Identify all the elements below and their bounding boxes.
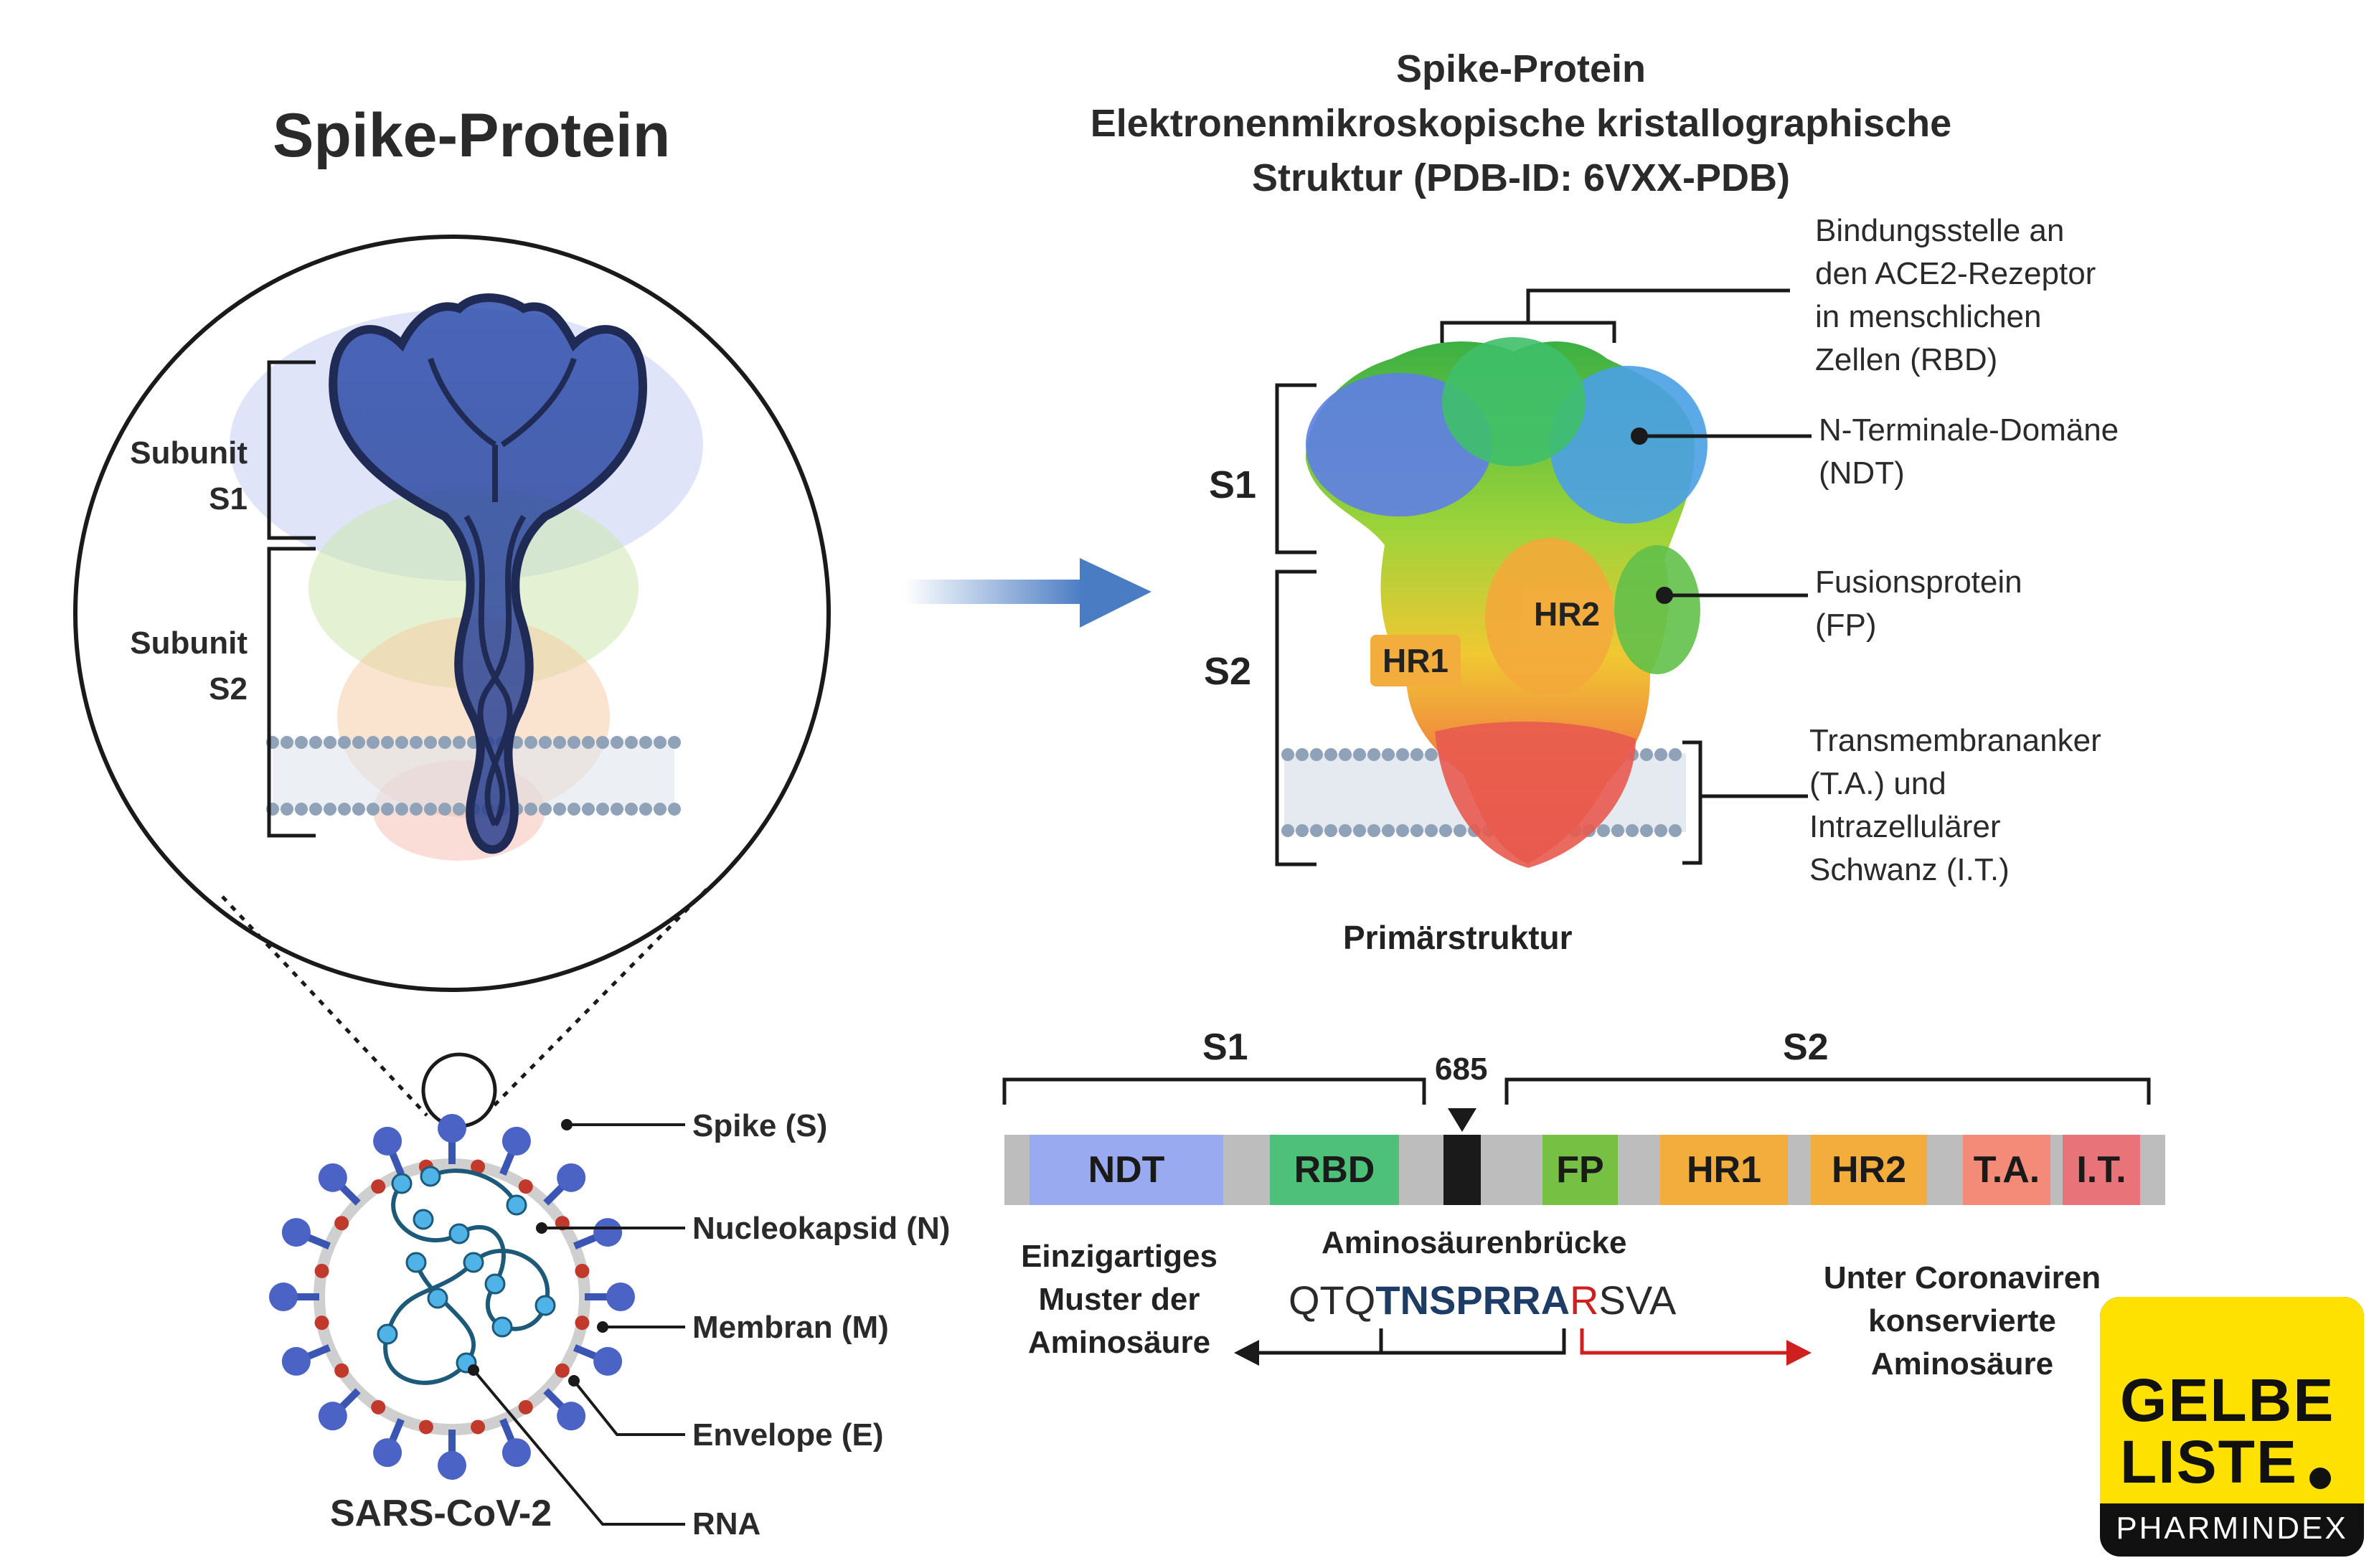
segment-ta: T.A. xyxy=(1963,1135,2050,1205)
label-envelope: Envelope (E) xyxy=(692,1417,884,1453)
segment-ndt: NDT xyxy=(1030,1135,1223,1205)
label-nucleocapsid: Nucleokapsid (N) xyxy=(692,1211,951,1246)
primary-title: Primärstruktur xyxy=(1343,919,1573,956)
transition-arrow xyxy=(904,558,1151,628)
label-spike: Spike (S) xyxy=(692,1108,828,1143)
virus-leader-lines xyxy=(472,1123,685,1526)
primary-brackets xyxy=(1002,1077,2151,1105)
nucleocapsid-rna xyxy=(383,1168,550,1385)
bridge-label: Aminosäurenbrücke xyxy=(1322,1225,1627,1260)
left-title: Spike-Protein xyxy=(273,101,671,170)
sequence-arrows xyxy=(1252,1328,1794,1355)
segment-hr2: HR2 xyxy=(1811,1135,1927,1205)
annotation-ndt: N-Terminale-Domäne(NDT) xyxy=(1819,412,2119,491)
cleavage-marker-icon xyxy=(1448,1108,1476,1132)
cleavage-site xyxy=(1443,1135,1481,1205)
label-rna: RNA xyxy=(692,1506,761,1541)
subunit-brackets xyxy=(267,360,316,838)
spike-schematic xyxy=(329,293,647,854)
virus-particle xyxy=(269,1052,635,1480)
segment-fp: FP xyxy=(1542,1135,1618,1205)
hr1-tag: HR1 xyxy=(1370,635,1461,686)
label-membrane: Membran (M) xyxy=(692,1310,889,1345)
amino-acid-sequence: QTQTNSPRRARSVA xyxy=(1289,1277,1677,1323)
structure-s2-label: S2 xyxy=(1204,650,1252,693)
primary-s1-label: S1 xyxy=(1202,1026,1248,1068)
structure-s1-label: S1 xyxy=(1209,463,1257,506)
annotation-fp: Fusionsprotein(FP) xyxy=(1815,565,2022,643)
segment-hr1: HR1 xyxy=(1660,1135,1788,1205)
gelbe-liste-logo: GELBE LISTE PHARMINDEX xyxy=(2100,1297,2364,1557)
virus-name: SARS-CoV-2 xyxy=(330,1493,552,1534)
structure-brackets xyxy=(1275,288,1812,866)
cleavage-position: 685 xyxy=(1435,1052,1488,1087)
protein-structure xyxy=(1281,337,1708,868)
hr2-tag: HR2 xyxy=(1521,588,1613,640)
primary-s2-label: S2 xyxy=(1783,1026,1829,1068)
zoom-lines xyxy=(221,888,708,1117)
segment-rbd: RBD xyxy=(1270,1135,1399,1205)
segment-it: I.T. xyxy=(2063,1135,2140,1205)
